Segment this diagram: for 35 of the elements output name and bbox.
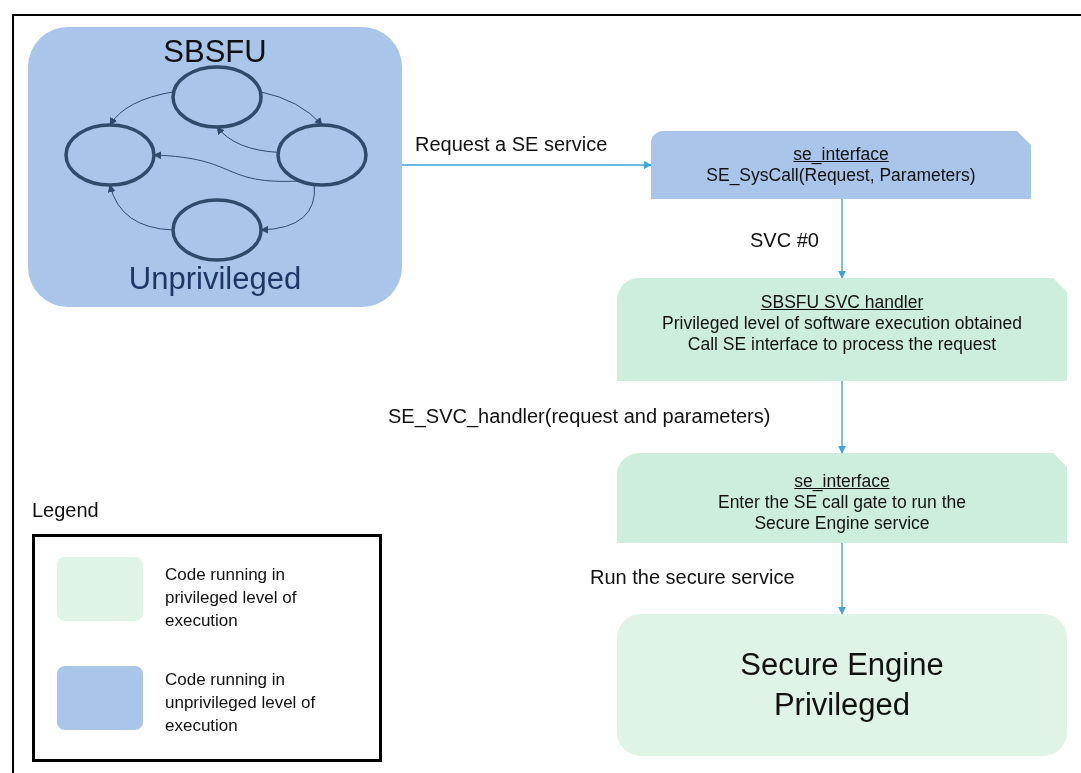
edge-label: Run the secure service — [590, 566, 795, 589]
step-description: Call SE interface to process the request — [687, 334, 997, 355]
note-box — [617, 453, 1067, 543]
module-name: se_interface — [793, 144, 889, 165]
legend-title: Legend — [32, 499, 99, 522]
legend-text: Code running in privileged level of execution — [165, 564, 298, 632]
arrow — [216, 126, 279, 153]
note-box — [617, 278, 1067, 381]
edge-label: Request a SE service — [415, 133, 608, 156]
state-circle — [276, 123, 368, 187]
arrow — [838, 198, 846, 279]
component-box — [617, 614, 1067, 756]
state-circle — [64, 123, 156, 187]
group-title: SBSFU — [163, 33, 267, 71]
module-name: SBSFU SVC handler — [760, 292, 924, 313]
arrow — [259, 91, 323, 126]
note-box — [651, 131, 1031, 199]
component-title: Secure Engine Privileged — [739, 645, 945, 724]
edge-label: SVC #0 — [750, 229, 819, 252]
module-name: se_interface — [794, 471, 890, 492]
arrow — [109, 91, 175, 126]
step-description: Enter the SE call gate to run the Secure Engine service — [716, 492, 968, 534]
step-description: SE_SysCall(Request, Parameters) — [706, 165, 976, 186]
arrow — [838, 542, 846, 615]
arrow — [108, 184, 174, 231]
state-circle — [171, 198, 263, 262]
arrow — [260, 184, 316, 234]
privilege-label: Unprivileged — [128, 259, 302, 297]
component-box — [28, 27, 402, 307]
legend-text: Code running in unprivileged level of execution — [165, 669, 317, 737]
edge-label: SE_SVC_handler(request and parameters) — [388, 405, 771, 428]
state-circle — [171, 65, 263, 129]
arrow — [838, 380, 846, 454]
arrow — [401, 161, 652, 169]
step-description: Privileged level of software execution obtained — [662, 313, 1022, 334]
